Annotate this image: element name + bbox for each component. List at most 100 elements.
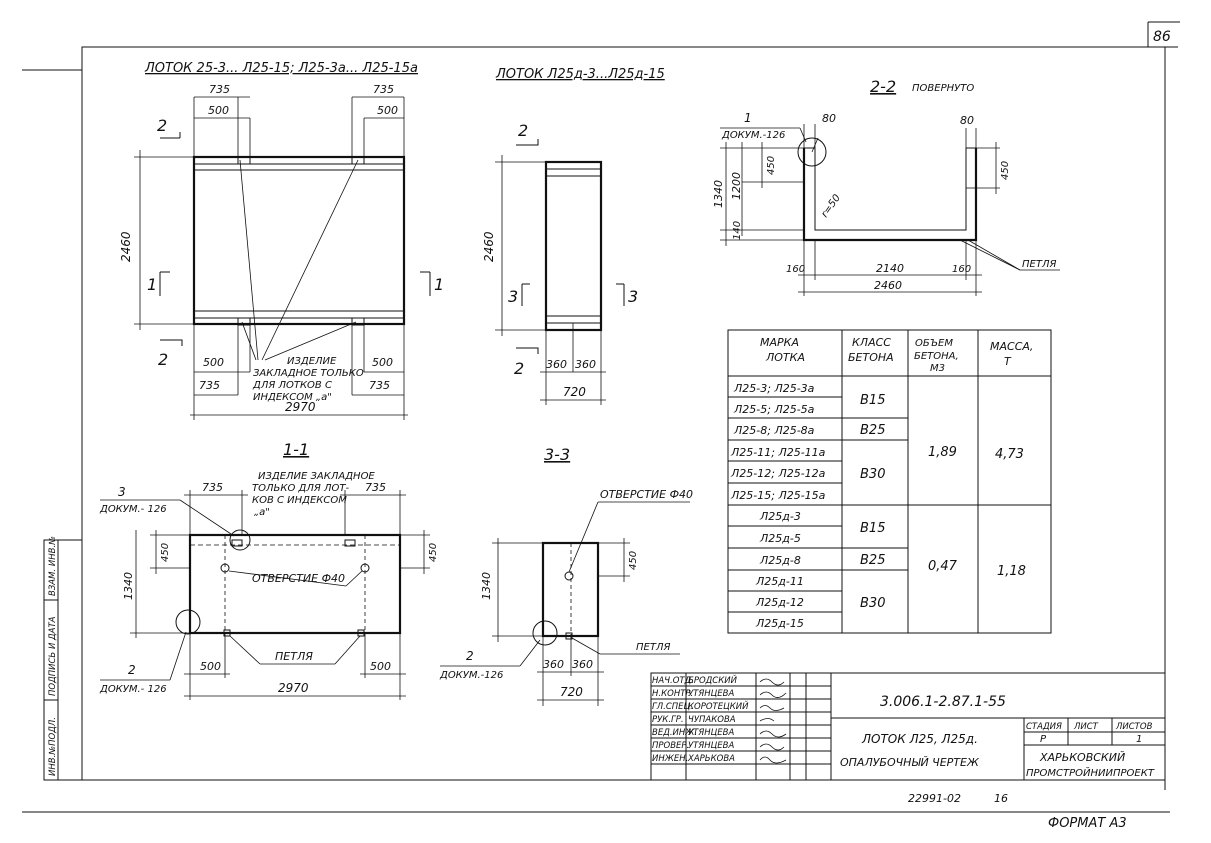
footer: 22991-02 16 ФОРМАТ А3: [908, 792, 1127, 831]
main-note-line2: ЗАКЛАДНОЕ ТОЛЬКО: [253, 368, 364, 379]
section22-dim-1200: 1200: [730, 172, 743, 200]
table-mark-5: Л25-12; Л25-12а: [730, 467, 826, 480]
main-dim-500-bottom-left: 500: [203, 356, 224, 369]
section22-radius: r=50: [819, 193, 842, 220]
section22-dim-2140: 2140: [876, 262, 904, 275]
section33-loop: ПЕТЛЯ: [636, 642, 670, 653]
section22-dim-450-left: 450: [766, 156, 777, 175]
main-view-title: ЛОТОК 25-3... Л25-15; Л25-3а... Л25-15а: [144, 61, 418, 76]
section33-dim-450: 450: [628, 551, 639, 570]
table-class-b25-bottom: В25: [860, 553, 885, 568]
tb-role-7: ИНЖЕН.: [652, 754, 688, 764]
table-mark-10: Л25д-11: [755, 575, 804, 588]
tb-sheet-value: 1: [1136, 734, 1142, 745]
table-class-b25-top: В25: [860, 423, 885, 438]
small-dim-720: 720: [563, 385, 586, 399]
main-dim-735-bottom-right: 735: [369, 379, 390, 392]
main-note-line3: ДЛЯ ЛОТКОВ С: [252, 380, 332, 391]
tb-role-4: РУК.ГР.: [652, 715, 684, 725]
main-dim-500-top-right: 500: [377, 104, 398, 117]
table-header-class-2: БЕТОНА: [848, 351, 894, 364]
main-note-line4: ИНДЕКСОМ „а": [253, 392, 332, 403]
section11-title: 1-1: [283, 440, 309, 459]
table-header-mark-2: ЛОТКА: [765, 351, 805, 364]
tb-role-5: ВЕД.ИНЖ.: [652, 728, 697, 738]
main-dim-2460: 2460: [119, 231, 133, 262]
small-plan-view: ЛОТОК Л25д-3...Л25д-15 2460 2 2 3 3 360 …: [482, 67, 665, 405]
table-header-volume-2: БЕТОНА,: [914, 351, 959, 362]
section33-callout2-doc: ДОКУМ.-126: [439, 670, 503, 681]
tb-name-6: УТЯНЦЕВА: [688, 741, 734, 751]
section11-dim-1340: 1340: [122, 572, 135, 600]
main-cut-1-right: 1: [434, 275, 444, 294]
section11-dim-450-right: 450: [428, 543, 439, 562]
section11-hole: ОТВЕРСТИЕ Ф40: [252, 572, 345, 585]
sheet-number: 86: [1153, 29, 1171, 45]
table-class-b30-top: В30: [860, 467, 885, 482]
section33-hole: ОТВЕРСТИЕ Ф40: [600, 488, 693, 501]
table-volume-top: 1,89: [928, 445, 957, 460]
table-class-b30-bottom: В30: [860, 596, 885, 611]
small-cut-3-right: 3: [628, 287, 638, 306]
section11-dim-500-left: 500: [200, 660, 221, 673]
section22-dim-160-right: 160: [952, 264, 971, 275]
section-3-3: 3-3 ОТВЕРСТИЕ Ф40 450 1340 2 ДОКУМ.-126 …: [439, 445, 693, 706]
section33-dim-360-right: 360: [572, 658, 593, 671]
section22-dim-80-left: 80: [822, 112, 836, 125]
table-mark-6: Л25-15; Л25-15а: [730, 489, 826, 502]
footer-format: ФОРМАТ А3: [1048, 816, 1127, 831]
tb-name-3: КОРОТЕЦКИЙ: [688, 700, 749, 712]
section11-callout3-num: 3: [118, 485, 126, 499]
table-mark-1: Л25-3; Л25-3а: [733, 382, 815, 395]
tb-code: 3.006.1-2.87.1-55: [880, 694, 1006, 710]
tb-stage-label: СТАДИЯ: [1026, 722, 1062, 732]
section33-callout2-num: 2: [466, 649, 474, 663]
small-dim-360-left: 360: [546, 358, 567, 371]
table-class-b15-top: В15: [860, 393, 885, 408]
section22-dim-140: 140: [732, 221, 743, 240]
table-mark-9: Л25д-8: [759, 554, 801, 567]
section11-callout3-doc: ДОКУМ.- 126: [99, 504, 167, 515]
section11-dim-735-right: 735: [365, 481, 386, 494]
section11-note-line4: „а": [254, 507, 270, 518]
section33-dim-1340: 1340: [480, 572, 493, 600]
table-mark-8: Л25д-5: [759, 532, 801, 545]
section11-note-line1: ИЗДЕЛИЕ ЗАКЛАДНОЕ: [258, 471, 375, 482]
tb-role-3: ГЛ.СПЕЦ.: [652, 702, 693, 712]
section33-title: 3-3: [544, 445, 570, 464]
table-header-class-1: КЛАСС: [852, 336, 891, 349]
tb-description-1: ЛОТОК Л25, Л25д.: [861, 732, 978, 746]
section11-dim-2970: 2970: [278, 681, 309, 695]
section22-dim-80-right: 80: [960, 114, 974, 127]
footer-page: 16: [994, 792, 1008, 805]
tb-name-2: УТЯНЦЕВА: [688, 689, 734, 699]
tb-org-1: ХАРЬКОВСКИЙ: [1039, 751, 1125, 764]
section22-dim-160-left: 160: [786, 264, 805, 275]
section22-suffix: ПОВЕРНУТО: [912, 83, 974, 94]
table-header-mass-2: Т: [1004, 355, 1012, 368]
section22-callout-num: 1: [744, 111, 752, 125]
section22-title: 2-2: [870, 77, 896, 96]
section33-dim-360-left: 360: [543, 658, 564, 671]
section11-dim-735-left: 735: [202, 481, 223, 494]
table-mark-2: Л25-5; Л25-5а: [733, 403, 815, 416]
spec-table: МАРКА ЛОТКА КЛАСС БЕТОНА ОБЪЕМ БЕТОНА, М…: [727, 329, 1052, 634]
side-stamp: ИНВ.№ПОДЛ. ПОДПИСЬ И ДАТА ВЗАМ. ИНВ.№: [43, 536, 83, 781]
small-cut-2-top: 2: [518, 121, 528, 140]
table-class-b15-bottom: В15: [860, 521, 885, 536]
section-1-1: 1-1 ИЗДЕЛИЕ ЗАКЛАДНОЕ ТОЛЬКО ДЛЯ ЛОТ- КО…: [99, 440, 439, 700]
tb-signatures: [759, 678, 787, 764]
table-mark-3: Л25-8; Л25-8а: [733, 424, 815, 437]
tb-role-1: НАЧ.ОТД.: [652, 676, 694, 686]
tb-role-2: Н.КОНТР.: [652, 689, 693, 699]
side-stamp-replace: ВЗАМ. ИНВ.№: [48, 536, 58, 596]
table-header-volume-3: М3: [930, 363, 945, 374]
section11-loop: ПЕТЛЯ: [275, 650, 313, 663]
main-dim-500-top-left: 500: [208, 104, 229, 117]
table-mass-top: 4,73: [995, 447, 1024, 462]
section11-note-line2: ТОЛЬКО ДЛЯ ЛОТ-: [252, 483, 349, 494]
section22-dim-1340: 1340: [712, 180, 725, 208]
table-header-mass-1: МАССА,: [990, 340, 1033, 353]
section33-dim-720: 720: [560, 685, 583, 699]
main-dim-735-top-left: 735: [209, 83, 230, 96]
